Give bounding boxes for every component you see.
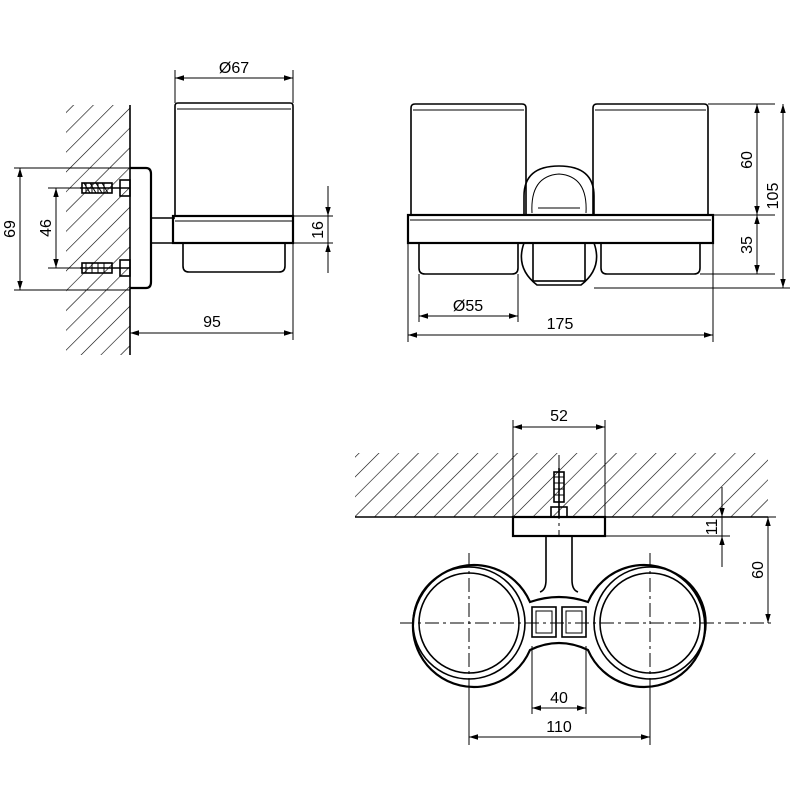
front-dim-overall-height: 105 [594, 104, 790, 289]
front-right-cup-bottom [600, 243, 701, 275]
side-cup-bottom [182, 243, 286, 273]
front-view: 60 35 105 Ø55 175 [406, 103, 790, 342]
front-dim-overall-width: 175 [407, 243, 714, 342]
front-wall-plate [523, 165, 595, 215]
side-holder-ring [171, 214, 295, 245]
front-left-cup-bottom [418, 243, 519, 275]
side-dim-projection: 95 [130, 243, 294, 340]
dim-label-projection-top: 60 [750, 561, 767, 579]
dim-label-cup-diameter: Ø67 [219, 60, 249, 77]
top-dim-center-distance: 110 [468, 690, 651, 745]
side-dim-bracket-height: 16 [293, 186, 333, 273]
top-dim-plate-width: 52 [512, 408, 606, 517]
dim-label-overall-height-front: 105 [765, 183, 782, 210]
side-view: Ø67 69 46 16 95 [2, 60, 333, 355]
dim-label-plate-thickness: 11 [704, 519, 721, 536]
front-dim-lower-height: 35 [700, 215, 775, 275]
top-arm [539, 536, 579, 593]
dim-label-cup-height: 60 [739, 151, 756, 169]
dim-label-lower-height: 35 [739, 236, 756, 254]
top-dim-plate-thickness: 11 [605, 487, 730, 567]
side-dim-overall-height: 69 [2, 167, 130, 291]
side-dim-screw-spacing: 46 [38, 187, 80, 269]
front-center-bracket [520, 242, 598, 286]
front-holder-bar [406, 213, 715, 245]
side-dim-cup-diameter: Ø67 [174, 60, 294, 103]
top-dim-projection: 60 [750, 516, 776, 623]
side-wall-plate [130, 166, 153, 290]
side-screw-lower [80, 259, 131, 277]
top-holder-outline [411, 563, 707, 689]
side-screw-upper [80, 179, 131, 197]
top-view: 52 11 60 40 110 [355, 408, 776, 745]
dim-label-center-distance: 110 [546, 719, 572, 736]
side-wall-hatch [66, 105, 131, 355]
top-center-block-right [561, 606, 587, 638]
side-glass-cup [174, 102, 294, 216]
dim-label-projection: 95 [203, 314, 221, 331]
side-arm [151, 217, 175, 244]
dim-label-screw-spacing: 46 [38, 219, 55, 237]
front-dim-cup-height: 60 [708, 103, 775, 216]
front-dim-insert-diameter: Ø55 [418, 274, 519, 322]
top-dim-center-gap: 40 [531, 646, 587, 714]
dim-label-bracket-height: 16 [310, 221, 327, 239]
dim-label-plate-width: 52 [550, 408, 568, 425]
top-center-block-left [531, 606, 557, 638]
front-left-cup [410, 103, 527, 215]
dim-label-insert-diameter: Ø55 [453, 298, 483, 315]
dim-label-overall-height: 69 [2, 220, 19, 238]
front-right-cup [592, 103, 709, 215]
dim-label-overall-width: 175 [547, 316, 574, 333]
dim-label-center-gap: 40 [550, 690, 568, 707]
top-centerlines [400, 455, 772, 690]
